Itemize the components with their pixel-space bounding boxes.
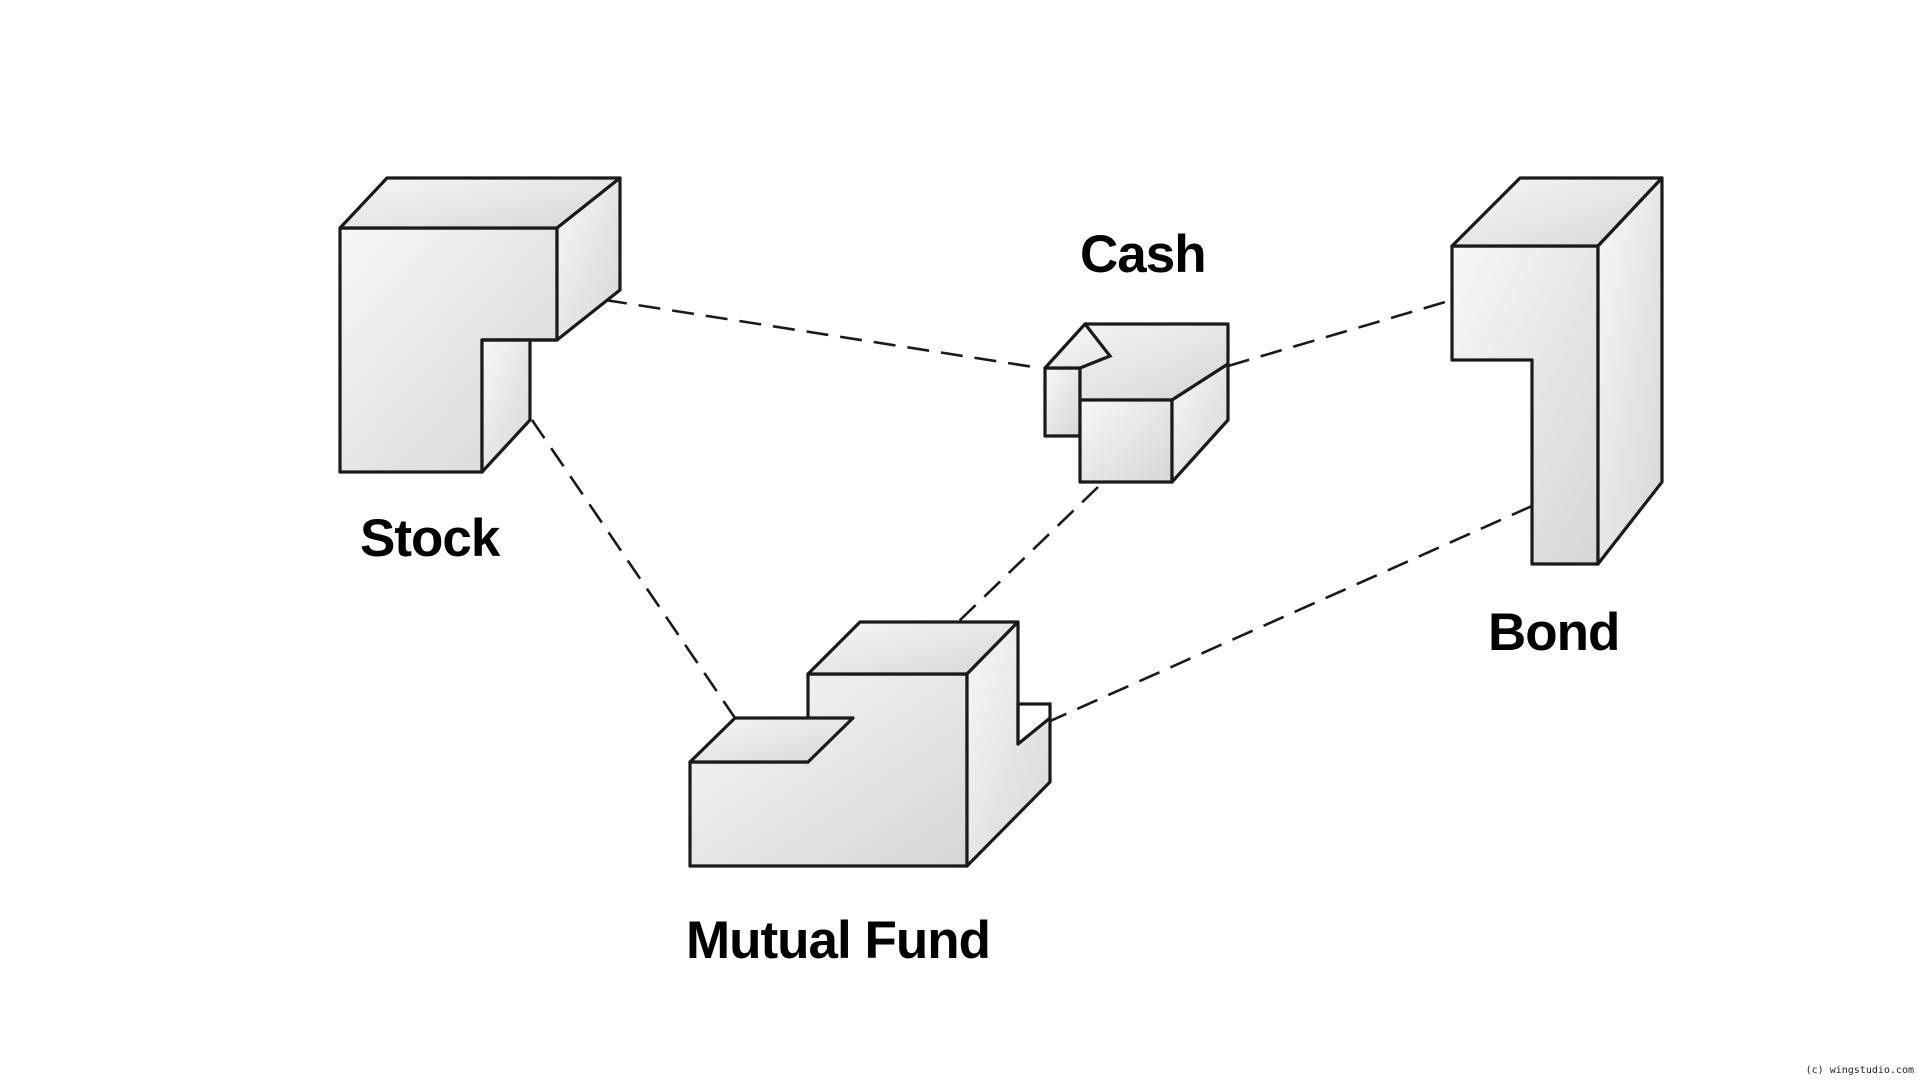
node-label-mutual-fund: Mutual Fund	[686, 911, 991, 970]
link-cash-bond	[1227, 298, 1453, 368]
link-stock-mutual-fund	[530, 419, 737, 719]
node-label-cash: Cash	[1080, 225, 1207, 284]
node-label-bond: Bond	[1488, 603, 1620, 662]
cash-shape	[1043, 322, 1230, 484]
credit-text: (c) wingstudio.com	[1805, 1065, 1914, 1076]
link-cash-mutual-fund	[957, 486, 1099, 623]
stock-shape	[338, 176, 622, 474]
node-label-stock: Stock	[360, 509, 500, 568]
mutual-fund-shape	[688, 620, 1052, 868]
link-stock-cash	[604, 298, 1041, 370]
bond-shape	[1450, 176, 1664, 566]
link-bond-mutual-fund	[1047, 504, 1533, 724]
